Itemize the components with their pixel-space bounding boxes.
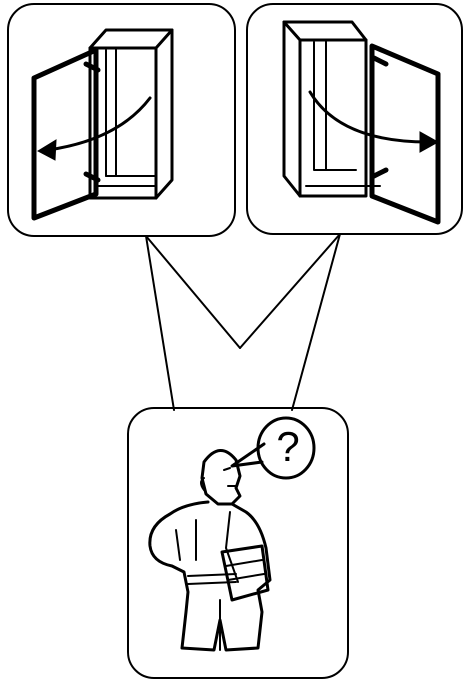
left-door-option-panel [7, 3, 236, 237]
cabinet-right-hinge-icon [282, 20, 441, 225]
figure-question-panel: ? [127, 407, 349, 679]
question-speech-bubble: ? [230, 416, 316, 480]
cabinet-left-hinge-icon [31, 28, 174, 221]
question-mark-text: ? [276, 423, 299, 470]
connector-lines [145, 233, 341, 411]
right-door-option-panel [246, 3, 463, 235]
thinking-person-icon [148, 449, 272, 652]
